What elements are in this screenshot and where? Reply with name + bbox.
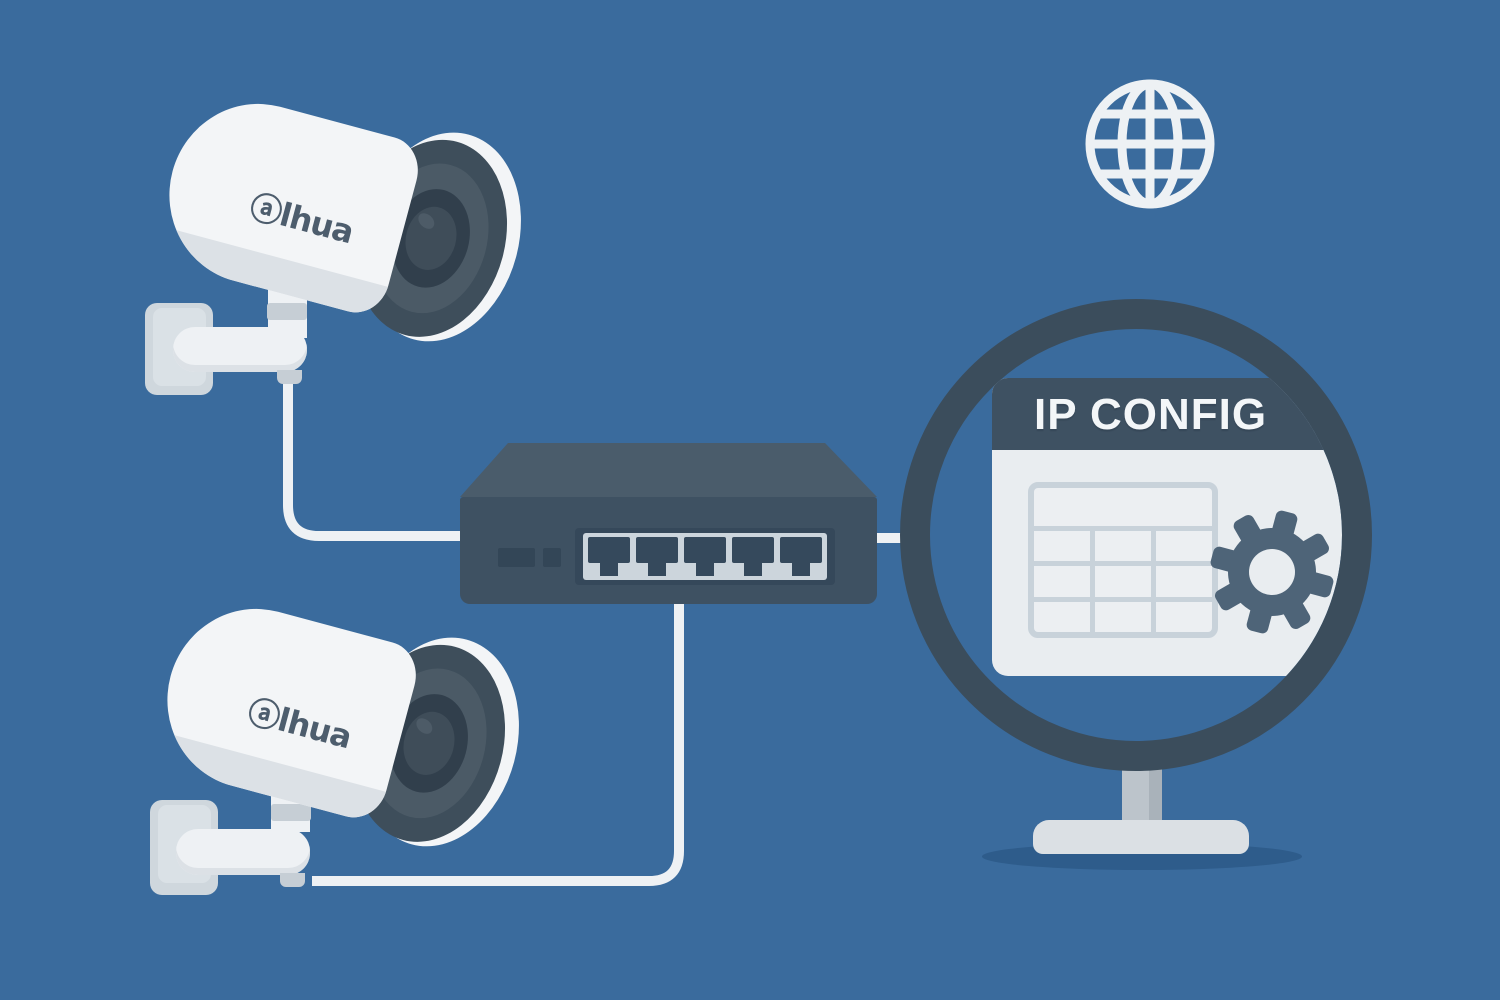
status-led [543,548,561,567]
ethernet-port [636,537,678,576]
monitor-stand-stem [1122,766,1162,824]
ethernet-port [732,537,774,576]
ethernet-port [684,537,726,576]
status-led [498,548,535,567]
ethernet-port [780,537,822,576]
camera1-cable-gland [277,370,302,384]
switch-port-panel [583,533,827,580]
switch-status-leds [498,548,561,567]
camera2-mount-collar [271,804,311,821]
globe-icon [1085,79,1215,209]
camera2-cable-gland [280,873,305,887]
ethernet-port [588,537,630,576]
switch-top-panel [460,443,877,497]
camera1-mount-arm [173,327,307,372]
camera1-cable [283,382,461,541]
camera1-mount-collar [267,303,307,320]
magnifier-ring [900,299,1372,771]
camera2-mount-arm [176,829,310,875]
monitor-stand-base [1033,820,1249,854]
